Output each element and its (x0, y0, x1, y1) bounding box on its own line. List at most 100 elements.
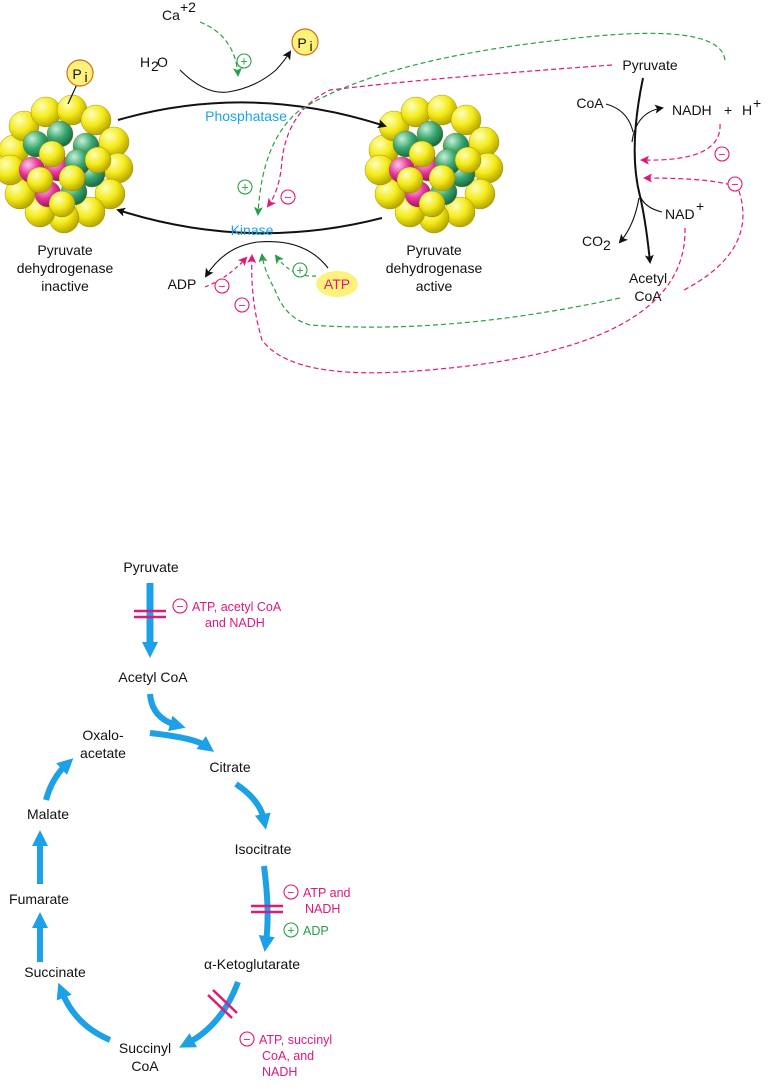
acetyl-coa-label: Acetyl CoA (118, 669, 188, 685)
citrate-to-isocitrate-arrow (234, 781, 271, 830)
ca-text: Ca (162, 7, 180, 23)
acetylcoa-minus-sign: − (727, 176, 743, 192)
svg-text:H: H (742, 102, 752, 118)
acetylcoa-pdh-inhibition-arrow (643, 173, 744, 291)
subunit-sphere (80, 104, 112, 136)
succinylcoa-to-succinate-arrow (56, 982, 112, 1043)
calcium-label: Ca +2 (162, 0, 196, 23)
adp-minus-sign: − (214, 278, 230, 294)
phosphate-badge-released: P i (291, 28, 319, 56)
phosphatase-label: Phosphatase (205, 108, 287, 124)
svg-text:and NADH: and NADH (205, 616, 265, 630)
svg-text:2: 2 (603, 237, 611, 253)
oxaloacetate-to-citrate-arrow (149, 730, 215, 752)
atp-badge: ATP (316, 271, 358, 297)
svg-text:dehydrogenase: dehydrogenase (386, 260, 483, 276)
acetylcoa-bottom-activation-arrow (258, 253, 621, 328)
pyruvate-kinase-inhibition-arrow (266, 64, 613, 208)
nad-input-line (639, 195, 663, 213)
idh-regulator-note: − ATP and NADH + ADP (283, 884, 351, 938)
subunit-sphere (84, 146, 112, 174)
svg-text:+: + (724, 102, 732, 118)
pdh-active-complex-icon (364, 94, 504, 234)
isocitrate-to-ketoglutarate-arrow (258, 865, 275, 952)
svg-text:ATP, succinyl: ATP, succinyl (259, 1033, 332, 1047)
svg-text:+: + (287, 924, 294, 938)
svg-text:−: − (218, 280, 225, 294)
adp-inhibition-arrow (204, 256, 248, 288)
svg-text:+: + (296, 264, 303, 278)
svg-text:CoA: CoA (131, 1058, 159, 1074)
svg-text:NAD: NAD (665, 206, 695, 222)
h2o-o: O (157, 54, 168, 70)
svg-text:active: active (416, 278, 453, 294)
pdh-regulator-note: − ATP, acetyl CoA and NADH (172, 598, 282, 630)
svg-text:+: + (240, 55, 247, 69)
co2-label: CO 2 (582, 233, 611, 253)
subunit-sphere (396, 166, 424, 194)
h2o-sub: 2 (151, 58, 159, 74)
svg-text:ATP and: ATP and (303, 886, 351, 900)
citrate-label: Citrate (209, 759, 250, 775)
svg-text:CoA, and: CoA, and (262, 1049, 314, 1063)
pi-released-sub: i (309, 38, 312, 54)
subunit-sphere (26, 166, 54, 194)
ketoglutarate-label: α-Ketoglutarate (204, 956, 300, 972)
fumarate-label: Fumarate (9, 891, 69, 907)
svg-text:Oxalo-: Oxalo- (82, 727, 124, 743)
svg-text:Acetyl: Acetyl (629, 270, 667, 286)
svg-text:Pyruvate: Pyruvate (37, 242, 92, 258)
phosphatase-reaction-arrow (117, 101, 387, 129)
subunit-sphere (428, 164, 456, 192)
malate-label: Malate (27, 806, 69, 822)
svg-text:−: − (243, 1033, 250, 1047)
nadh-pdh-inhibition-arrow (640, 123, 721, 165)
akgdh-regulator-note: − ATP, succinyl CoA, and NADH (239, 1031, 332, 1079)
svg-text:CoA: CoA (634, 288, 662, 304)
svg-text:ATP, acetyl CoA: ATP, acetyl CoA (192, 600, 282, 614)
oxaloacetate-label: Oxalo- acetate (80, 727, 126, 761)
subunit-sphere (408, 140, 436, 168)
atp-label: ATP (324, 276, 350, 292)
nadh-kinase-inhibition-arrow (247, 227, 686, 374)
isocitrate-label: Isocitrate (235, 841, 292, 857)
svg-text:acetate: acetate (80, 745, 126, 761)
svg-text:+: + (241, 181, 248, 195)
pdh-block-mark (134, 609, 166, 619)
pyruvate-minus-sign: − (280, 189, 296, 205)
phosphate-badge-attached: P i (66, 59, 94, 87)
kinase-reaction-arrow (116, 207, 383, 235)
water-label: H 2 O (140, 54, 168, 74)
subunit-sphere (450, 104, 482, 136)
svg-text:−: − (284, 191, 291, 205)
kinase-plus-sign: + (237, 179, 253, 195)
svg-text:Pyruvate: Pyruvate (406, 242, 461, 258)
svg-text:NADH: NADH (672, 102, 712, 118)
tca-pyruvate-label: Pyruvate (123, 559, 178, 575)
svg-text:NADH: NADH (305, 902, 340, 916)
nadh-output-arrow (631, 104, 664, 143)
subunit-sphere (48, 190, 76, 218)
svg-text:−: − (238, 299, 245, 313)
pi-sub-label: i (84, 69, 87, 85)
subunit-sphere (38, 140, 66, 168)
ca-charge: +2 (180, 0, 196, 15)
acetylcoa-kinase-activation-arrow (253, 32, 726, 216)
idh-block-mark (251, 904, 283, 914)
pi-main-label: P (72, 66, 81, 82)
svg-text:NADH: NADH (262, 1065, 297, 1079)
atp-plus-sign: + (292, 262, 308, 278)
svg-text:inactive: inactive (41, 278, 89, 294)
co2-output-arrow (618, 197, 640, 244)
calcium-activation-arrow (199, 21, 242, 77)
ketoglutarate-to-succinylcoa-arrow (179, 980, 241, 1048)
subunit-sphere (58, 164, 86, 192)
pi-released-main: P (297, 35, 306, 51)
svg-text:−: − (176, 600, 183, 614)
calcium-plus-sign: + (236, 53, 252, 69)
nadh-label: NADH + H + (672, 95, 761, 118)
kinase-label: Kinase (231, 222, 274, 238)
coa-input-line (605, 103, 634, 133)
acetylcoa-to-citrate-arrow (147, 693, 186, 731)
